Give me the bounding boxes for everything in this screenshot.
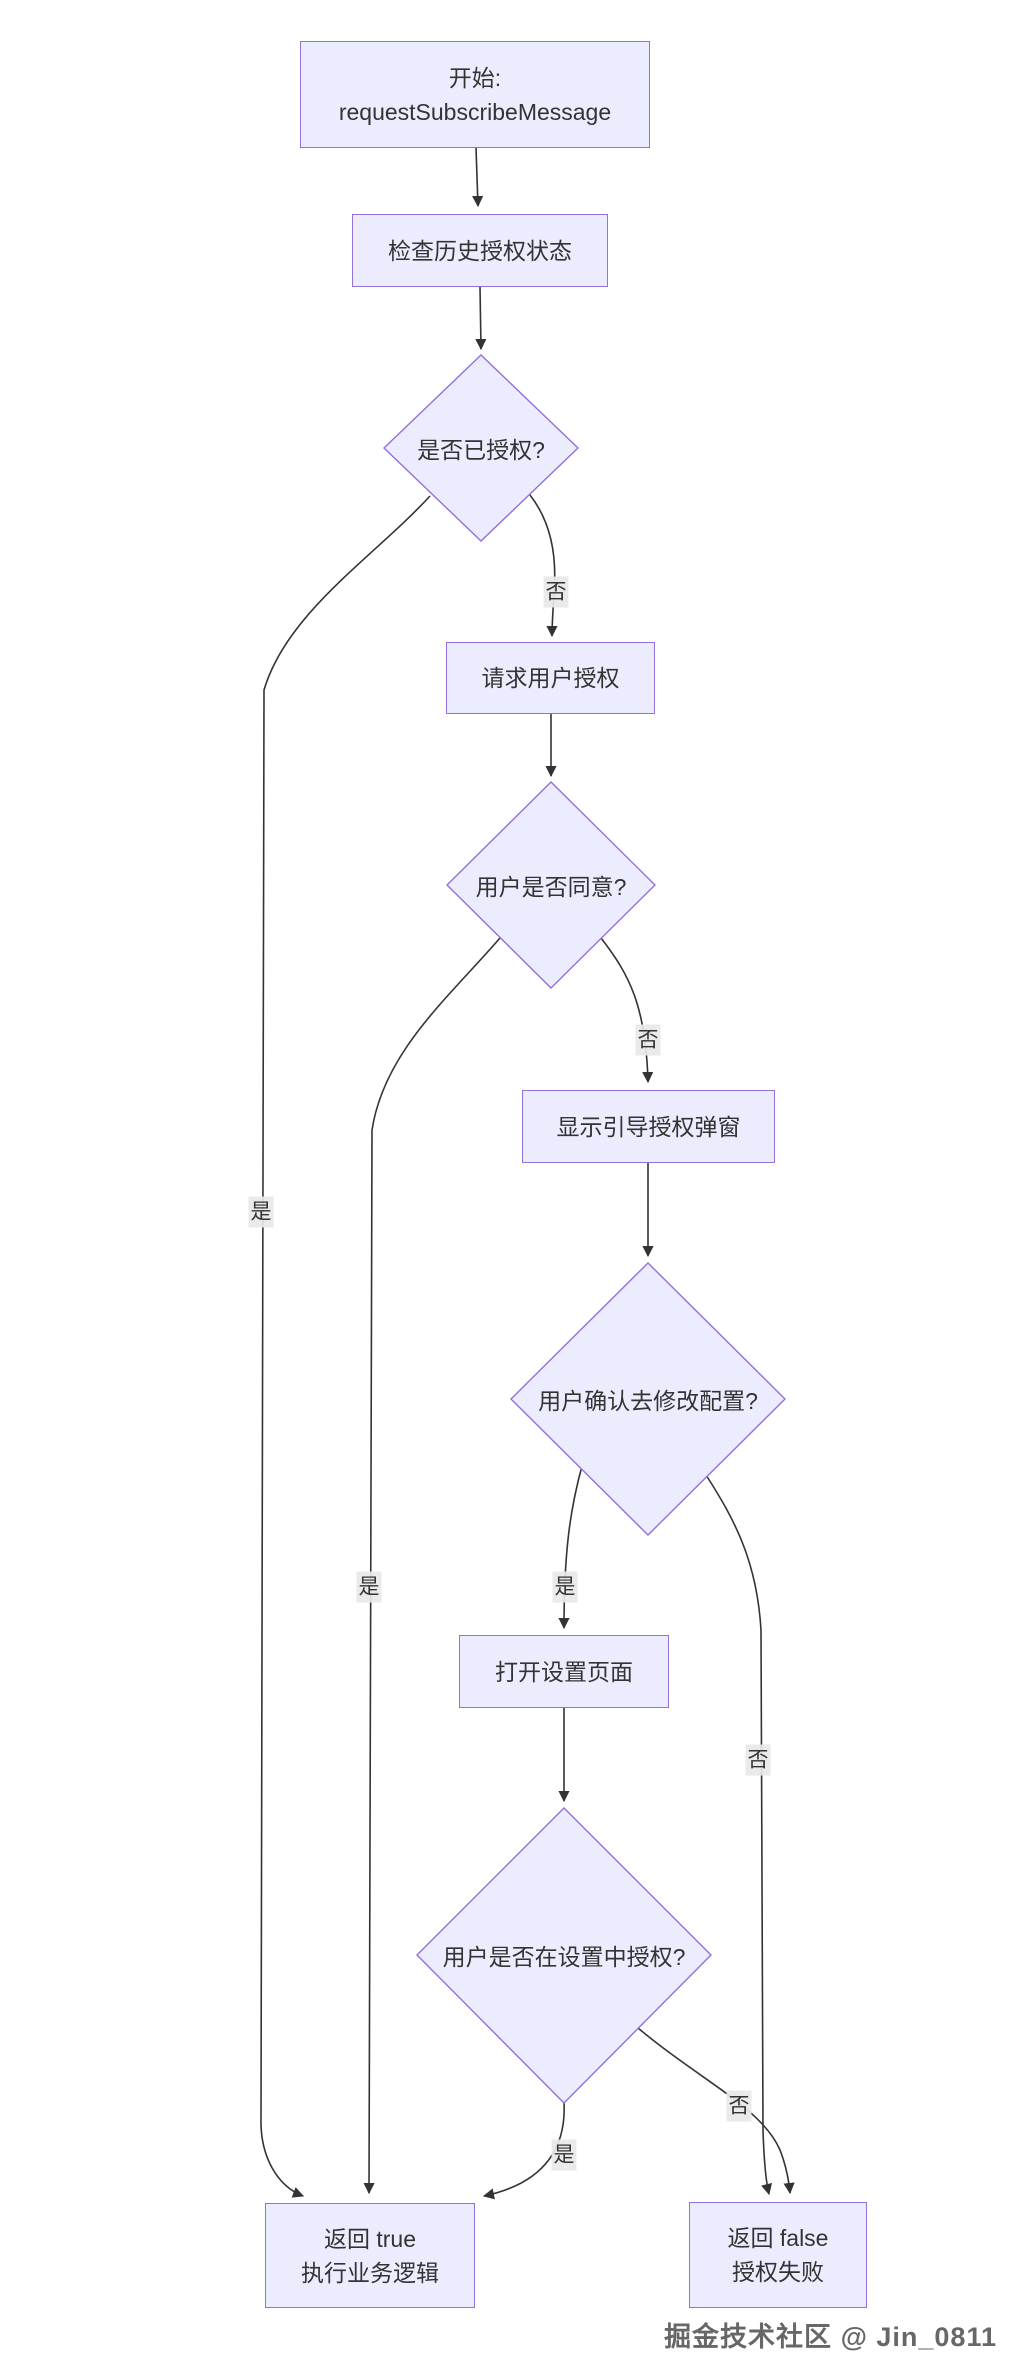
settings-auth-decision-diamond xyxy=(416,1807,712,2104)
edge-label-yes-agree: 是 xyxy=(356,1571,382,1603)
confirm-modify-decision-label: 用户确认去修改配置? xyxy=(538,1388,758,1414)
edge-label-no-authorized: 否 xyxy=(543,576,569,608)
watermark: 掘金技术社区 @ Jin_0811 xyxy=(664,2322,997,2352)
edge-confirm-yes-to-open-settings xyxy=(558,1465,583,1630)
edge-label-yes-authorized: 是 xyxy=(248,1196,274,1228)
edge-agree-no-to-guide-modal xyxy=(600,937,654,1084)
edge-label-no-agree: 否 xyxy=(635,1024,661,1056)
node-show-guide-modal: 显示引导授权弹窗 xyxy=(522,1090,775,1163)
node-check-history-label: 检查历史授权状态 xyxy=(388,237,572,264)
user-agree-decision-diamond xyxy=(446,781,656,989)
user-agree-decision-label: 用户是否同意? xyxy=(475,874,627,900)
authorized-decision-diamond xyxy=(382,354,580,542)
node-return-false-line2: 授权失败 xyxy=(732,2259,824,2285)
node-return-false: 返回 false 授权失败 xyxy=(689,2202,867,2308)
edge-label-no-settings: 否 xyxy=(726,2090,752,2122)
node-start-line2: requestSubscribeMessage xyxy=(338,98,612,125)
authorized-decision-label: 是否已授权? xyxy=(417,437,545,463)
node-return-true-line1: 返回 true xyxy=(323,2225,417,2252)
node-check-history: 检查历史授权状态 xyxy=(352,214,608,287)
settings-auth-decision-label: 用户是否在设置中授权? xyxy=(442,1944,686,1970)
edge-label-yes-settings: 是 xyxy=(551,2139,577,2171)
node-open-settings: 打开设置页面 xyxy=(459,1635,669,1708)
node-start-line1: 开始: xyxy=(448,64,502,91)
edge-settings-no-to-return-false xyxy=(637,2027,795,2195)
edge-label-yes-confirm: 是 xyxy=(552,1571,578,1603)
edge-start-to-check xyxy=(472,147,484,208)
edge-agree-yes-to-return-true xyxy=(363,937,501,2195)
node-return-true: 返回 true 执行业务逻辑 xyxy=(265,2203,475,2308)
node-open-settings-label: 打开设置页面 xyxy=(495,1658,633,1685)
confirm-modify-decision-diamond xyxy=(510,1262,786,1536)
node-start: 开始: requestSubscribeMessage xyxy=(300,41,650,148)
node-request-auth: 请求用户授权 xyxy=(446,642,655,714)
edge-authorized-no-to-request xyxy=(529,494,558,638)
edge-confirm-no-to-return-false xyxy=(705,1474,772,2196)
edge-label-no-confirm: 否 xyxy=(745,1744,771,1776)
edge-settings-yes-to-return-true xyxy=(482,2102,565,2200)
edge-authorized-yes-to-return-true xyxy=(260,495,431,2198)
node-show-guide-modal-label: 显示引导授权弹窗 xyxy=(556,1113,741,1140)
node-return-false-line1: 返回 false xyxy=(727,2225,829,2251)
node-return-true-line2: 执行业务逻辑 xyxy=(301,2259,439,2286)
edge-check-to-authorized-decision xyxy=(475,286,487,351)
node-request-auth-label: 请求用户授权 xyxy=(481,665,620,691)
